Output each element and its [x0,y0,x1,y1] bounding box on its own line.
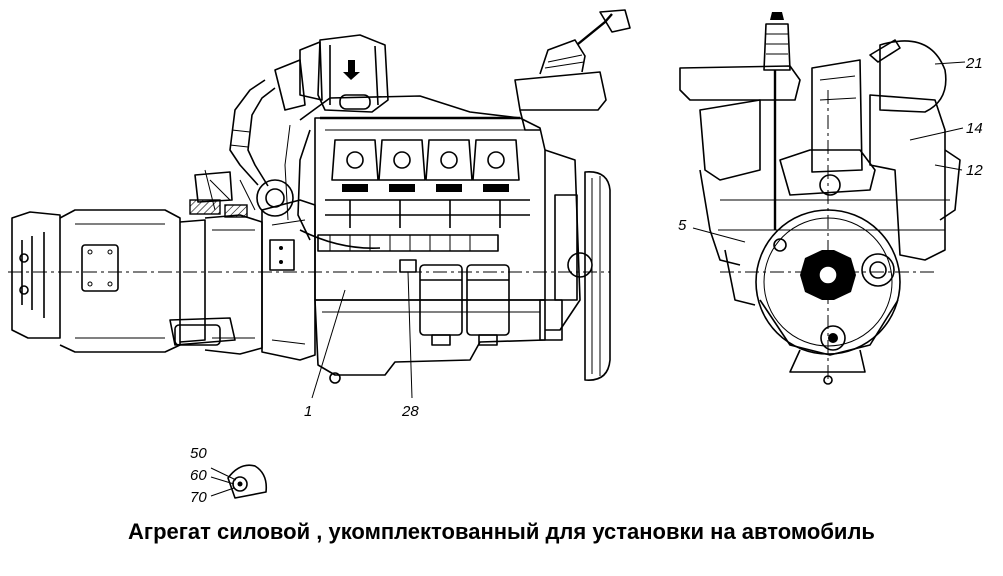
exhaust-manifold [229,79,294,217]
callout-28: 28 [401,403,419,420]
flywheel-housing [261,199,316,361]
fuel-filters [399,259,510,346]
front-view: 21 14 12 5 [678,12,983,385]
leader-1 [311,289,346,399]
callout-14: 14 [966,120,983,137]
gearbox-housing [11,199,263,355]
leader-14 [909,127,964,141]
front-timing-cover [724,209,901,385]
engine-block [284,95,546,301]
leader-28 [407,271,413,399]
callout-1: 1 [304,403,312,420]
starter-motor [194,171,233,203]
leader-5 [692,227,746,243]
oil-pan [314,299,546,384]
side-view: 1 28 [8,9,631,420]
air-filter [274,34,389,113]
detail-view: 50 60 70 [190,445,268,506]
callout-12: 12 [966,162,983,179]
front-block [699,94,961,266]
control-rods [204,169,256,211]
front-gearshift [679,12,801,230]
cylinder-heads [331,139,520,192]
callout-5: 5 [678,217,687,234]
leader-21 [934,61,966,65]
callout-70: 70 [190,489,207,506]
front-pulleys [539,149,611,381]
callout-50: 50 [190,445,207,462]
callout-60: 60 [190,467,207,484]
diagram-caption: Агрегат силовой , укомплектованный для у… [128,519,875,544]
gearshift-tower [514,9,631,131]
leader-12 [934,164,963,171]
callout-21: 21 [965,55,983,72]
front-air-filter [811,39,947,173]
